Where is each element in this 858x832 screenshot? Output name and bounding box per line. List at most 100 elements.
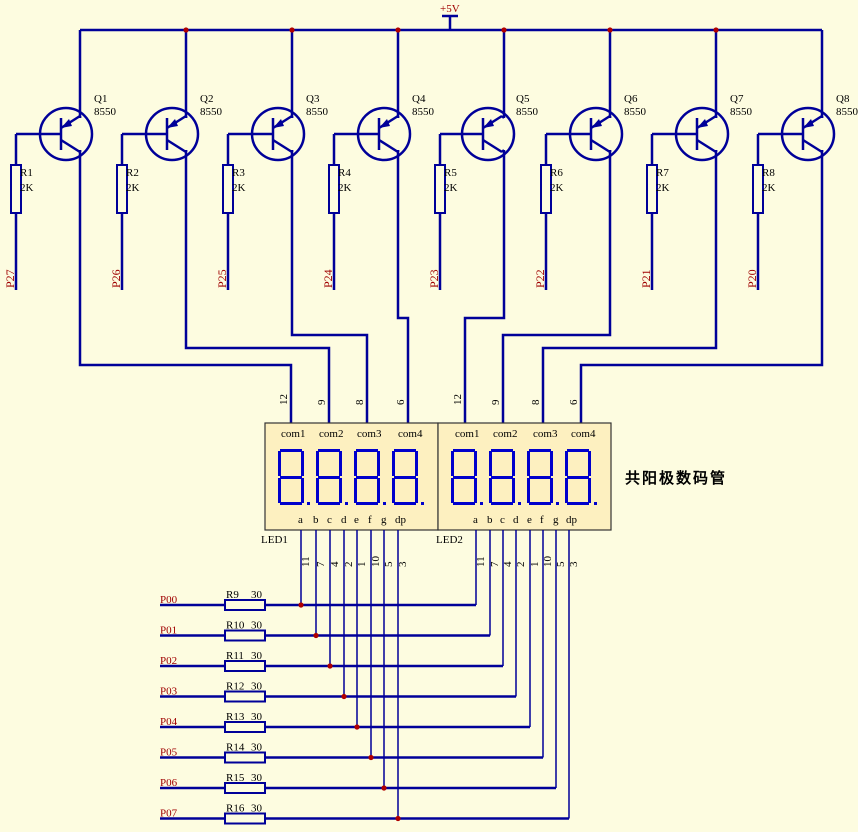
segment [377,478,380,503]
segment-pin-number: 10 [370,556,382,568]
segment [529,502,551,505]
com-label: com3 [533,428,558,440]
display-title: 共阳极数码管 [625,469,727,487]
segment [565,451,568,476]
segment-pin-number: 10 [542,556,554,568]
resistor-ref: R15 [226,772,245,784]
segment [529,449,551,452]
segment [556,502,559,505]
segment [280,476,302,479]
segment [345,502,348,505]
collector-wire [78,150,293,423]
com-pin-number: 8 [530,399,542,405]
com-label: com1 [455,428,479,440]
com-label: com3 [357,428,382,440]
segment [354,478,357,503]
port-label: P23 [427,269,441,288]
resistor-ref: R16 [226,803,245,815]
segment [278,451,281,476]
segment-label: g [381,514,387,526]
segment [489,478,492,503]
emitter-arrow [273,119,284,128]
resistor-value: 30 [251,803,263,815]
collector-lead [60,138,81,154]
transistor-value: 8550 [94,106,117,118]
resistor-value: 30 [251,681,263,693]
segment-resistor [224,690,266,703]
resistor-value: 2K [444,182,458,194]
com-label: com1 [281,428,305,440]
transistor-ref: Q2 [200,93,213,105]
segment-label: dp [566,514,578,526]
collector-lead [696,138,717,154]
transistor-ref: Q7 [730,93,744,105]
resistor-value: 2K [762,182,776,194]
transistor-value: 8550 [412,106,435,118]
emitter-arrow [167,119,178,128]
segment [512,478,515,503]
port-label: P05 [160,747,178,759]
port-label: P21 [639,269,653,288]
com-label: com4 [398,428,423,440]
resistor-ref: R13 [226,711,245,723]
segment [480,502,483,505]
transistor-value: 8550 [200,106,223,118]
port-label: P25 [215,269,229,288]
transistor-ref: Q5 [516,93,530,105]
com-label: com4 [571,428,596,440]
segment-pin-number: 11 [300,556,312,567]
segment-label: f [540,514,544,526]
collector-lead [166,138,187,154]
segment [354,451,357,476]
segment [594,502,597,505]
transistor-value: 8550 [730,106,753,118]
segment [394,502,416,505]
resistor-ref: R1 [20,167,33,179]
com-pin-number: 6 [568,399,580,405]
segment [318,502,340,505]
segment-resistor [224,751,266,764]
com-pin-number: 12 [278,394,290,405]
junction-dot [354,724,360,730]
resistor-value: 30 [251,650,263,662]
resistor-value: 2K [550,182,564,194]
segment [588,478,591,503]
transistor-ref: Q4 [412,93,426,105]
segment [491,476,513,479]
segment [383,502,386,505]
segment [339,478,342,503]
segment-pin-number: 3 [568,561,580,567]
emitter-arrow [697,119,708,128]
segment-pin-number: 7 [315,561,327,567]
segment-label: d [341,514,347,526]
segment-line-p05: P05 R14 30 [160,530,544,764]
junction-dot [607,27,613,33]
com-pin-number: 12 [452,394,464,405]
collector-wire [579,150,824,423]
collector-wire [290,150,369,423]
segment [415,451,418,476]
segment [394,449,416,452]
collector-wire [501,150,612,423]
segment [301,478,304,503]
segment [550,478,553,503]
segment-pin-number: 5 [383,561,395,567]
segment-resistor [224,660,266,672]
display-ref: LED2 [436,534,463,546]
com-pin-number: 9 [490,399,502,405]
emitter-arrow [61,119,72,128]
resistor-ref: R14 [226,742,245,754]
segment [451,478,454,503]
collector-wire [184,150,331,423]
segment-pin-number: 3 [397,561,409,567]
segment-resistor [224,721,266,733]
segment [394,476,416,479]
resistor-ref: R8 [762,167,775,179]
port-label: P27 [3,269,17,288]
segment [301,451,304,476]
resistor-ref: R11 [226,650,244,662]
